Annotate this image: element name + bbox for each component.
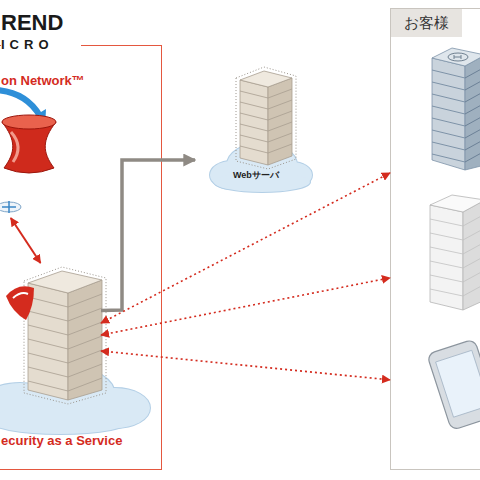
satellite-cross (2, 201, 16, 213)
funnel-top (2, 115, 56, 129)
server-top (430, 195, 480, 212)
server-outline (236, 67, 296, 169)
service-label: ecurity as a Service (1, 433, 122, 448)
building-face (465, 55, 480, 170)
brand-logo: REND ICRO (1, 12, 81, 56)
smartphone (427, 339, 480, 431)
service-link (101, 173, 390, 323)
funnel-body (2, 122, 56, 173)
building-windows (465, 67, 480, 162)
phone-frame (427, 339, 480, 431)
building-face (432, 58, 465, 170)
shield-mark (13, 293, 28, 298)
web-link-arrow (101, 160, 195, 311)
building-roof (432, 48, 480, 66)
network-label: on Network™ (1, 73, 85, 88)
server-face (28, 283, 68, 400)
helipad-mark (454, 55, 461, 59)
customer-server (430, 195, 480, 310)
server-slots (28, 297, 68, 391)
service-link (101, 351, 390, 380)
server-top (240, 71, 292, 87)
server-slots (430, 214, 480, 296)
cloud-fill (0, 406, 132, 434)
customer-box: お客様 (390, 8, 480, 470)
server-label: Webサーバ (233, 169, 279, 182)
service-link (101, 278, 390, 335)
office-building (432, 48, 480, 170)
server-outline (24, 267, 106, 404)
helipad (448, 53, 468, 61)
server-face (463, 200, 480, 310)
building-windows (432, 70, 465, 162)
server-slots (240, 89, 292, 153)
header-tab: お客様 (391, 9, 462, 37)
server-slots (68, 294, 102, 391)
server-top (28, 271, 102, 293)
web-server: Webサーバ (195, 65, 310, 190)
server-face (68, 280, 102, 400)
phone-screen (436, 350, 480, 417)
network-icon: on Network™ (1, 73, 141, 218)
funnel-highlight (11, 132, 18, 162)
web-server-icon (236, 67, 296, 169)
saas-server: ecurity as a Service (0, 263, 101, 453)
company-region: on Network™ecurity as a ServiceREND ICRO (0, 45, 162, 470)
server-face (430, 205, 463, 310)
security-shield (6, 286, 34, 320)
arrow-shaft (0, 90, 40, 116)
saas-server-icon (6, 267, 106, 404)
filter-funnel (2, 115, 56, 173)
satellite-icon (0, 201, 21, 213)
satellite-body (0, 202, 21, 212)
sync-arrow (11, 218, 41, 263)
